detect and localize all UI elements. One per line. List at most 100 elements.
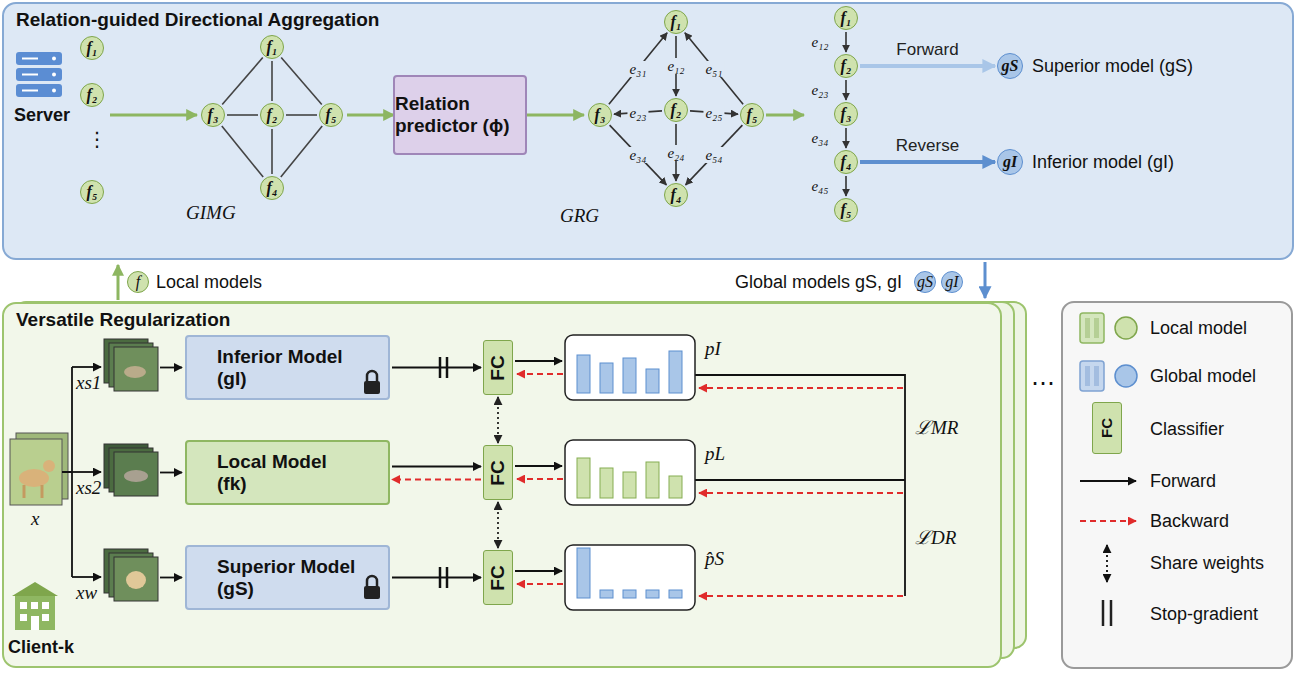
download-arrow bbox=[985, 262, 986, 298]
predictor-box: Relation predictor (ϕ) bbox=[393, 75, 527, 155]
edge-label: e₄₅ bbox=[809, 178, 830, 194]
connector bbox=[271, 61, 273, 101]
upload-label: Local models bbox=[156, 271, 262, 293]
data-flow-arrow bbox=[72, 576, 101, 578]
legend-sample bbox=[1080, 313, 1104, 343]
classifier-box: FC bbox=[483, 445, 513, 500]
data-flow-arrow bbox=[515, 570, 562, 572]
probability-bar bbox=[623, 472, 636, 498]
model-symbol: gI bbox=[1003, 154, 1017, 170]
connector bbox=[860, 64, 995, 68]
input-image bbox=[10, 439, 62, 505]
model-symbol: f₁ bbox=[671, 14, 682, 30]
model-symbol: f₄ bbox=[267, 180, 278, 196]
probability-box bbox=[565, 545, 695, 610]
probability-bar bbox=[577, 355, 590, 393]
data-flow-arrow bbox=[62, 367, 72, 577]
server-icon bbox=[16, 68, 62, 81]
legend-text: Backward bbox=[1150, 510, 1229, 532]
client-building-icon bbox=[31, 616, 39, 630]
backward-arrow bbox=[699, 595, 903, 597]
panel-title: Relation-guided Directional Aggregation bbox=[16, 9, 1280, 31]
legend-sample bbox=[1110, 600, 1113, 626]
client-building-icon bbox=[42, 602, 49, 609]
data-flow-arrow bbox=[695, 375, 905, 596]
connector bbox=[685, 33, 743, 104]
legend-text: Classifier bbox=[1150, 418, 1224, 440]
global-model-node: gI bbox=[997, 149, 1023, 175]
input-image bbox=[19, 469, 49, 487]
probability-box bbox=[565, 440, 695, 505]
local-model-node: f₁ bbox=[664, 10, 688, 34]
local-model-node: f₁ bbox=[834, 6, 858, 30]
download-arrow bbox=[984, 262, 987, 298]
box-text: FC bbox=[490, 565, 506, 590]
legend-sample bbox=[1080, 480, 1136, 482]
prediction-name: pI bbox=[705, 338, 721, 360]
connector bbox=[392, 577, 481, 579]
connector bbox=[497, 502, 499, 548]
server-icon bbox=[22, 90, 38, 92]
frozen-model-box: Inferior Model (gI) bbox=[185, 335, 390, 400]
local-model-node: f bbox=[127, 271, 149, 293]
probability-box bbox=[565, 335, 695, 400]
backward-arrow bbox=[517, 373, 563, 375]
model-symbol: f₁ bbox=[267, 39, 278, 55]
probability-box bbox=[565, 335, 695, 610]
connector bbox=[845, 128, 847, 148]
panel-title: Versatile Regularization bbox=[16, 309, 988, 331]
view-name: xs1 bbox=[76, 372, 101, 394]
input-image bbox=[10, 433, 68, 505]
edge-label: e₃₄ bbox=[809, 130, 830, 146]
box-text: FC bbox=[490, 355, 506, 380]
legend-sample bbox=[1115, 317, 1137, 339]
lock-icon bbox=[364, 576, 380, 599]
server-icon bbox=[16, 52, 62, 65]
stage-arrow bbox=[110, 114, 197, 117]
model-symbol: f₃ bbox=[841, 106, 852, 122]
edge-label: e₅₁ bbox=[703, 61, 724, 77]
client-building-icon bbox=[20, 614, 27, 621]
lock-icon bbox=[364, 586, 380, 599]
classifier-box: FC bbox=[1092, 402, 1122, 454]
input-image bbox=[43, 460, 55, 472]
legend-sample bbox=[1080, 361, 1104, 391]
augmented-view-stack bbox=[114, 557, 158, 601]
local-model-node: f₁ bbox=[80, 36, 104, 60]
legend-sample bbox=[1080, 313, 1137, 626]
edge-label: e₅₄ bbox=[703, 147, 724, 163]
connector bbox=[675, 36, 677, 96]
data-flow-arrow bbox=[160, 472, 182, 474]
box-text: Local Model (fk) bbox=[217, 451, 358, 495]
legend-text: Share weights bbox=[1150, 552, 1264, 574]
server-icon bbox=[52, 89, 56, 93]
local-model-node: f₃ bbox=[834, 102, 858, 126]
augmented-view-stack bbox=[124, 470, 148, 482]
data-flow-arrow bbox=[72, 366, 101, 368]
data-flow-arrow bbox=[695, 479, 905, 481]
augmented-view-stack bbox=[104, 339, 158, 601]
backward-arrow bbox=[699, 492, 903, 494]
input-name: x bbox=[31, 508, 39, 530]
model-symbol: f₄ bbox=[841, 154, 852, 170]
global-model-node: gS bbox=[997, 53, 1023, 79]
model-symbol: f bbox=[136, 274, 140, 290]
lock-icon bbox=[364, 381, 380, 394]
model-symbol: f₄ bbox=[671, 187, 682, 203]
probability-bar bbox=[669, 476, 682, 498]
stage-arrow bbox=[117, 265, 120, 300]
legend-sample bbox=[1115, 365, 1137, 387]
edge-label: e₂₄ bbox=[665, 145, 686, 161]
box-text: Superior Model (gS) bbox=[217, 556, 358, 600]
frozen-model-box: Superior Model (gS) bbox=[185, 545, 390, 610]
client-building-icon bbox=[20, 602, 27, 609]
data-flow-arrow bbox=[160, 367, 182, 369]
connector bbox=[845, 32, 847, 52]
connector bbox=[860, 160, 995, 164]
augmented-view-stack bbox=[126, 571, 146, 589]
server-icon bbox=[16, 84, 62, 97]
connector bbox=[497, 397, 499, 443]
ellipsis: ⋮ bbox=[87, 128, 107, 150]
global-model-node: gI bbox=[941, 271, 963, 293]
stop-gradient-mark bbox=[440, 357, 447, 588]
